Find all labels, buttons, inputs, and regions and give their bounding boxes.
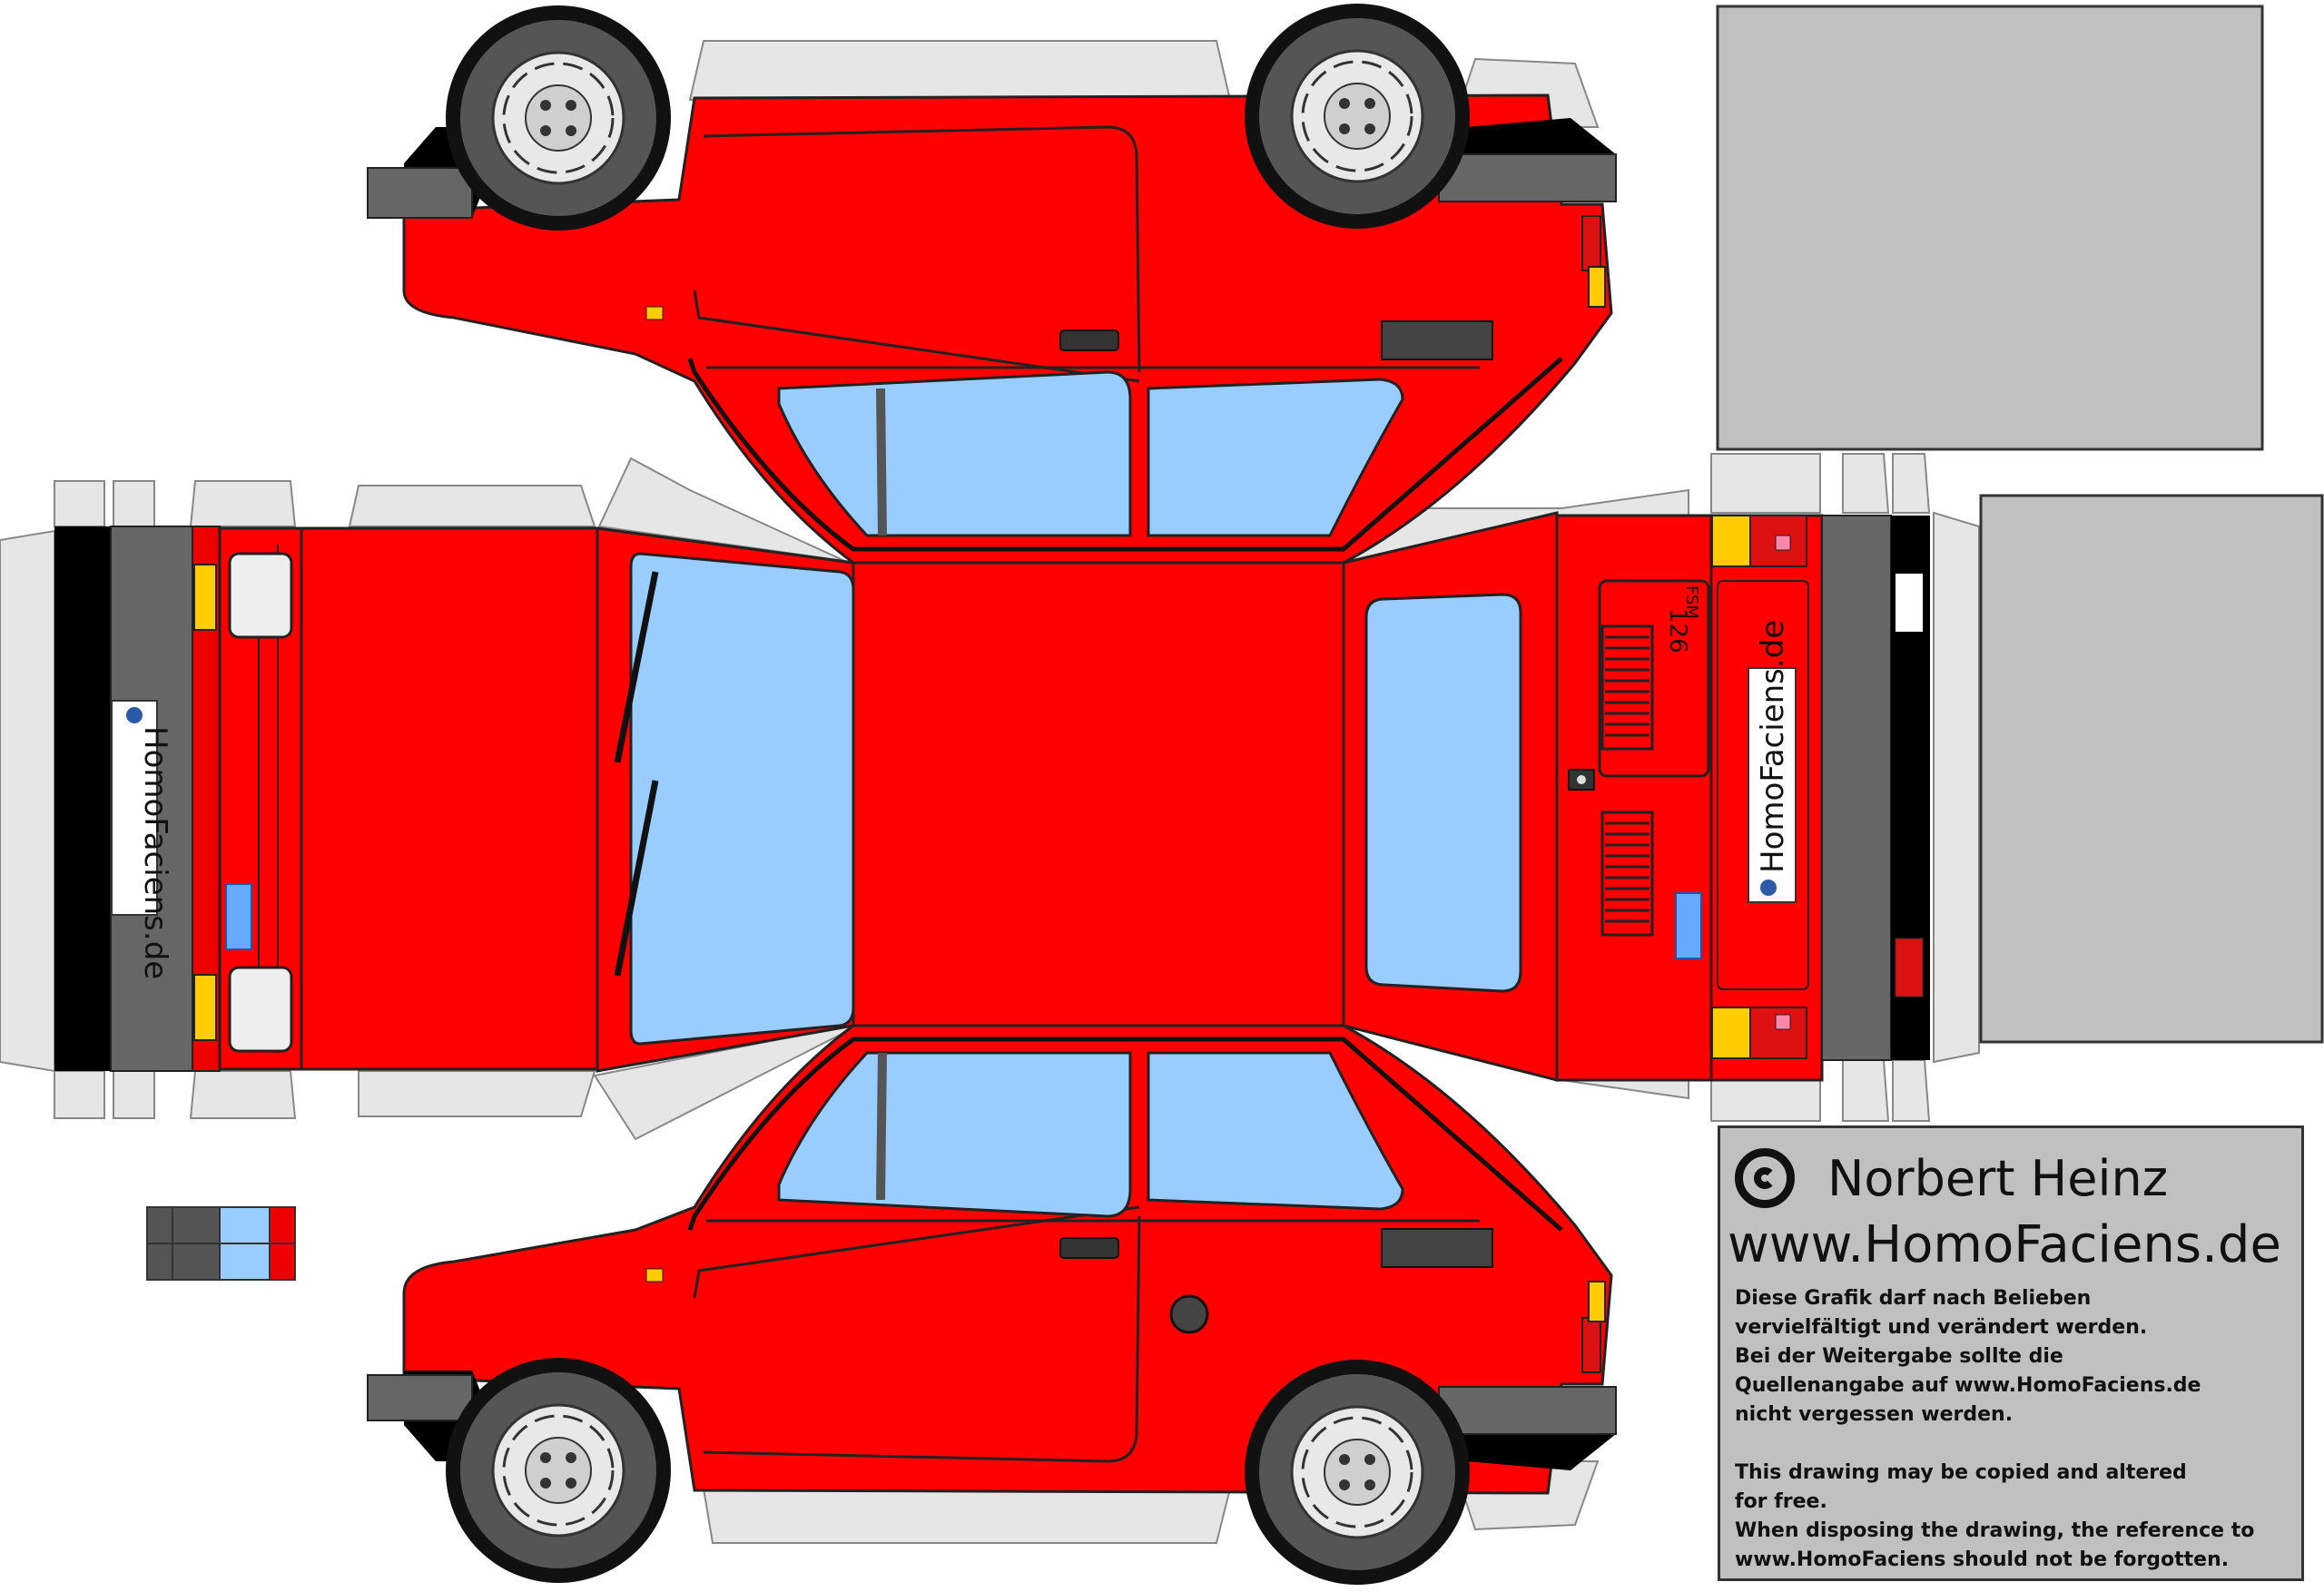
engine-grille-lower — [1600, 811, 1654, 937]
indicator-front-left — [193, 564, 217, 631]
wiper-lower — [614, 780, 659, 977]
windshield-panel — [596, 526, 855, 1073]
wheel-bottom-rear — [1243, 1358, 1472, 1587]
rear-license-plate — [1748, 667, 1797, 903]
wiper-upper — [614, 571, 659, 763]
base-panel-top — [1716, 5, 2264, 451]
indicator-rear-left — [1711, 515, 1751, 567]
glue-tabs — [0, 40, 1980, 1544]
author-name: Norbert Heinz — [1827, 1150, 2169, 1207]
license-line: for free. — [1735, 1490, 1827, 1513]
indicator-front-right — [193, 974, 217, 1041]
license-text: Diese Grafik darf nach Belieben vervielf… — [1735, 1284, 2298, 1575]
wheel-top-front — [444, 4, 673, 232]
headlight-front-right — [228, 966, 293, 1053]
headlight-front-left — [228, 552, 293, 639]
license-line: Quellenangabe auf www.HomoFaciens.de — [1735, 1374, 2201, 1397]
front-plate-text: HomoFaciens.de — [137, 726, 173, 979]
rear-window-panel — [1342, 511, 1559, 1082]
taillight-rear-left — [1749, 515, 1807, 567]
taillight-rear-right — [1749, 1007, 1807, 1059]
hood-panel — [193, 526, 599, 1071]
rear-bumper-strips — [1821, 515, 1930, 1061]
rear-panel: 126 FSM HomoFaciens.de — [1555, 514, 1824, 1082]
license-line: When disposing the drawing, the referenc… — [1735, 1519, 2255, 1542]
door-handle-bottom — [1059, 1237, 1119, 1259]
license-line: www.HomoFaciens should not be forgotten. — [1735, 1548, 2230, 1571]
fiat-logo-front — [225, 883, 252, 950]
license-line: vervielfältigt und verändert werden. — [1735, 1316, 2148, 1339]
indicator-rear-right — [1711, 1007, 1751, 1059]
credit-box: Norbert Heinz www.HomoFaciens.de Diese G… — [1718, 1125, 2304, 1581]
license-line: Diese Grafik darf nach Belieben — [1735, 1287, 2092, 1310]
website: www.HomoFaciens.de — [1728, 1215, 2281, 1274]
rear-plate-text: HomoFaciens.de — [1755, 620, 1791, 873]
copyleft-icon — [1735, 1148, 1795, 1208]
fiat-logo-rear — [1675, 892, 1702, 959]
model-badge: 126 — [1664, 608, 1691, 654]
front-license-plate: HomoFaciens.de — [111, 700, 173, 979]
base-panel-right — [1979, 494, 2324, 1044]
license-line: This drawing may be copied and altered — [1735, 1461, 2187, 1484]
license-line: Bei der Weitergabe sollte die — [1735, 1345, 2063, 1368]
taillight-side-top — [1581, 215, 1601, 271]
engine-grille-upper — [1600, 624, 1654, 751]
door-handle-top — [1059, 329, 1119, 351]
roof-panel — [852, 561, 1345, 1027]
color-swatch — [146, 1206, 296, 1281]
variant-badge: FSM — [1682, 585, 1701, 619]
wheel-bottom-front — [444, 1356, 673, 1585]
wheel-top-rear — [1243, 2, 1472, 231]
taillight-side-bottom — [1581, 1317, 1601, 1373]
fuel-cap — [1169, 1294, 1209, 1334]
license-line: nicht vergessen werden. — [1735, 1403, 2014, 1426]
